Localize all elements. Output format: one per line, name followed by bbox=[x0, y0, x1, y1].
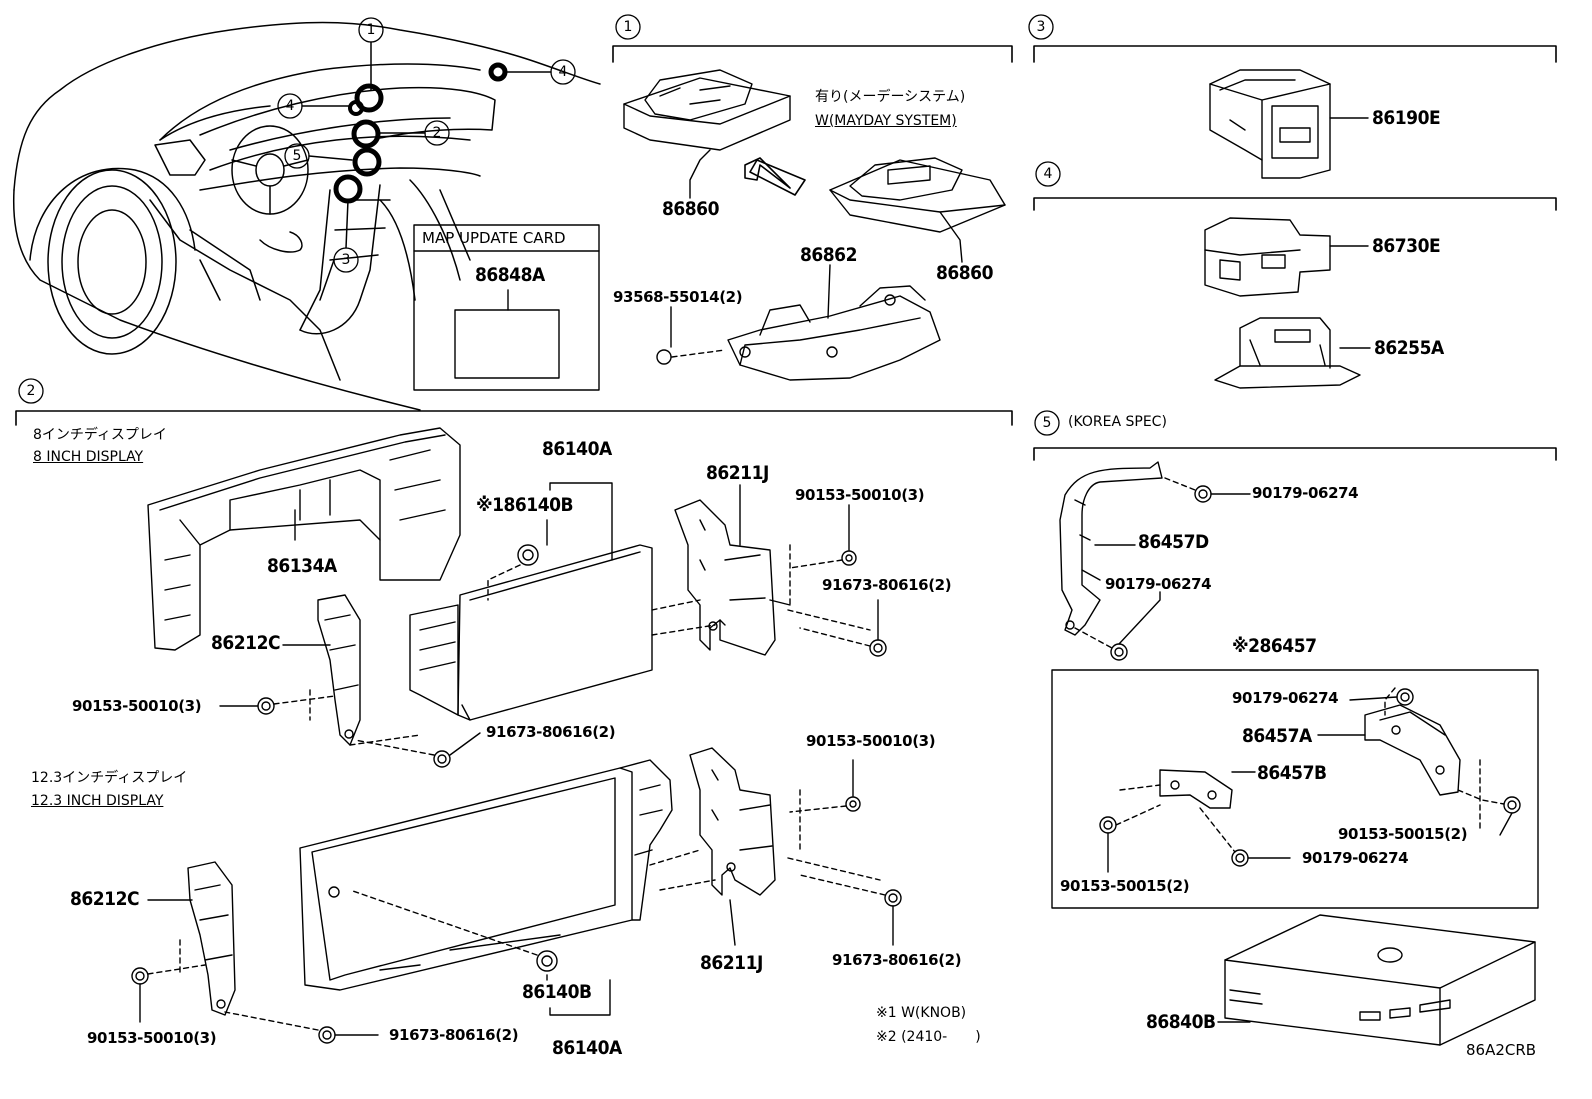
part-number-90153-50010-top-right: 90153-50010(3) bbox=[795, 486, 925, 504]
section-2-callout: 2 bbox=[26, 383, 36, 399]
part-number-86212C-top: 86212C bbox=[211, 632, 281, 654]
part-number-90153-50015-left: 90153-50015(2) bbox=[1060, 877, 1190, 895]
section-2-12inch-artwork bbox=[131, 747, 902, 1044]
part-number-86862: 86862 bbox=[800, 244, 857, 266]
part-number-86190E: 86190E bbox=[1372, 107, 1441, 129]
callout-circles bbox=[18, 14, 1061, 436]
section-3-bracket bbox=[1033, 45, 1557, 63]
section-1-bracket bbox=[612, 45, 1013, 63]
part-number-86212C-bottom: 86212C bbox=[70, 888, 140, 910]
part-number-86860-a: 86860 bbox=[662, 198, 719, 220]
section-4-bracket bbox=[1033, 197, 1557, 211]
display-12inch-label-jp: 12.3インチディスプレイ bbox=[31, 770, 188, 786]
part-number-86211J-bottom: 86211J bbox=[700, 952, 763, 974]
section-5-bracket bbox=[1033, 447, 1557, 461]
part-number-86848A: 86848A bbox=[475, 264, 545, 286]
footnote-1: ※1 W(KNOB) bbox=[876, 1005, 967, 1021]
car-interior-overview bbox=[12, 21, 601, 411]
map-update-card-box bbox=[413, 224, 600, 391]
part-number-86211J-top: 86211J bbox=[706, 462, 769, 484]
section-3-callout: 3 bbox=[1036, 19, 1046, 35]
part-number-93568-55014: 93568-55014(2) bbox=[613, 288, 743, 306]
part-number-86457D: 86457D bbox=[1138, 531, 1209, 553]
section-1-callout: 1 bbox=[623, 19, 633, 35]
callout-2-overview: 2 bbox=[432, 125, 442, 141]
footnote-2: ※2 (2410- ) bbox=[876, 1029, 981, 1045]
mayday-note-jp: 有り(メーデーシステム) bbox=[815, 89, 966, 105]
callout-1-overview: 1 bbox=[366, 22, 376, 38]
part-number-86140B-bottom: 86140B bbox=[522, 981, 592, 1003]
section-2-8inch-artwork bbox=[147, 427, 887, 768]
part-number-91673-80616-bottom-left: 91673-80616(2) bbox=[389, 1026, 519, 1044]
display-8inch-label-jp: 8インチディスプレイ bbox=[33, 427, 167, 443]
part-number-86457-assy: ※286457 bbox=[1232, 635, 1317, 657]
korea-spec-label: (KOREA SPEC) bbox=[1068, 414, 1167, 430]
map-update-card-title: MAP UPDATE CARD bbox=[422, 229, 566, 247]
section-5-artwork bbox=[1051, 461, 1539, 1046]
part-number-91673-80616-top-right: 91673-80616(2) bbox=[822, 576, 952, 594]
part-number-86730E: 86730E bbox=[1372, 235, 1441, 257]
section-4-callout: 4 bbox=[1043, 166, 1053, 182]
display-8inch-label-en: 8 INCH DISPLAY bbox=[33, 449, 144, 465]
section-5-callout: 5 bbox=[1042, 415, 1052, 431]
part-number-90153-50010-bottom-right: 90153-50010(3) bbox=[806, 732, 936, 750]
part-number-86140A-top: 86140A bbox=[542, 438, 612, 460]
callout-3-overview: 3 bbox=[341, 252, 351, 268]
part-number-86457B: 86457B bbox=[1257, 762, 1327, 784]
part-number-90153-50015-right: 90153-50015(2) bbox=[1338, 825, 1468, 843]
part-number-86457A: 86457A bbox=[1242, 725, 1312, 747]
section-1-artwork bbox=[623, 69, 1006, 381]
part-number-91673-80616-top-left: 91673-80616(2) bbox=[486, 723, 616, 741]
display-12inch-label-en: 12.3 INCH DISPLAY bbox=[31, 793, 164, 809]
part-number-90179-06274-box-bottom: 90179-06274 bbox=[1302, 849, 1409, 867]
part-number-90179-06274-mid: 90179-06274 bbox=[1105, 575, 1212, 593]
callout-4-overview-b: 4 bbox=[558, 64, 568, 80]
part-number-86140B-top: ※186140B bbox=[476, 494, 574, 516]
part-number-90179-06274-box-top: 90179-06274 bbox=[1232, 689, 1339, 707]
part-number-90153-50010-top-left: 90153-50010(3) bbox=[72, 697, 202, 715]
part-number-86255A: 86255A bbox=[1374, 337, 1444, 359]
callout-5-overview: 5 bbox=[292, 148, 302, 164]
mayday-note-en: W(MAYDAY SYSTEM) bbox=[815, 113, 957, 129]
part-number-86134A: 86134A bbox=[267, 555, 337, 577]
callout-4-overview-a: 4 bbox=[285, 98, 295, 114]
part-number-90153-50010-bottom-left: 90153-50010(3) bbox=[87, 1029, 217, 1047]
section-4-artwork bbox=[1204, 217, 1371, 389]
section-2-bracket bbox=[15, 410, 1013, 426]
part-number-86860-b: 86860 bbox=[936, 262, 993, 284]
part-number-86140A-bottom: 86140A bbox=[552, 1037, 622, 1059]
part-number-90179-06274-top: 90179-06274 bbox=[1252, 484, 1359, 502]
diagram-code: 86A2CRB bbox=[1466, 1041, 1537, 1059]
section-3-artwork bbox=[1209, 69, 1369, 179]
part-number-91673-80616-bottom-right: 91673-80616(2) bbox=[832, 951, 962, 969]
part-number-86840B: 86840B bbox=[1146, 1011, 1216, 1033]
